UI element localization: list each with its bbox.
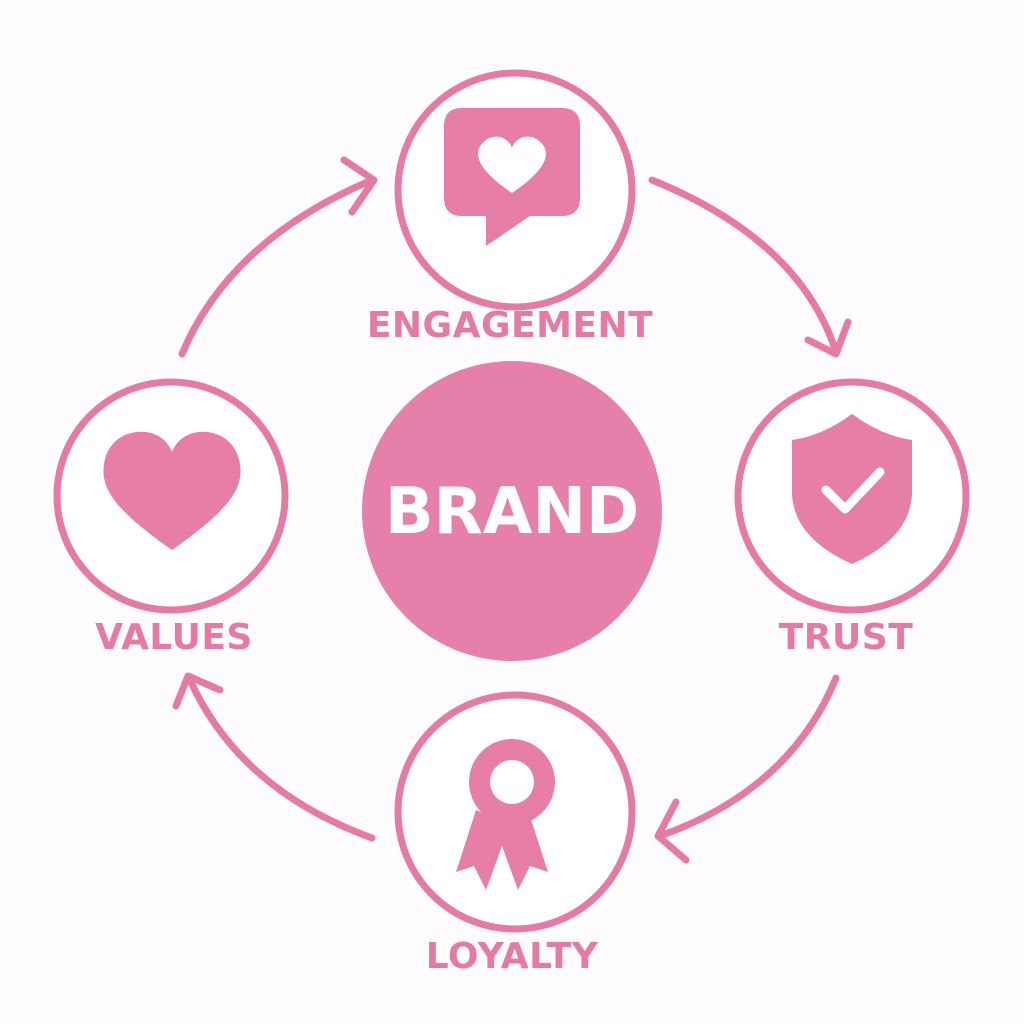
arrow-engagement-to-trust xyxy=(648,176,852,358)
arrow-trust-to-loyalty xyxy=(654,674,840,864)
award-ribbon-icon xyxy=(456,739,555,890)
trust-label: TRUST xyxy=(778,617,914,658)
brand-center-label: BRAND xyxy=(384,475,640,549)
shield-check-icon xyxy=(792,414,912,564)
heart-chat-bubble-icon xyxy=(444,108,580,246)
arrow-values-to-engagement xyxy=(178,156,378,358)
loyalty-label: LOYALTY xyxy=(425,936,599,977)
heart-icon xyxy=(103,431,241,550)
brand-center-circle xyxy=(362,361,662,661)
engagement-label: ENGAGEMENT xyxy=(366,305,654,346)
values-label: VALUES xyxy=(95,617,253,658)
arrow-loyalty-to-values xyxy=(172,672,376,842)
